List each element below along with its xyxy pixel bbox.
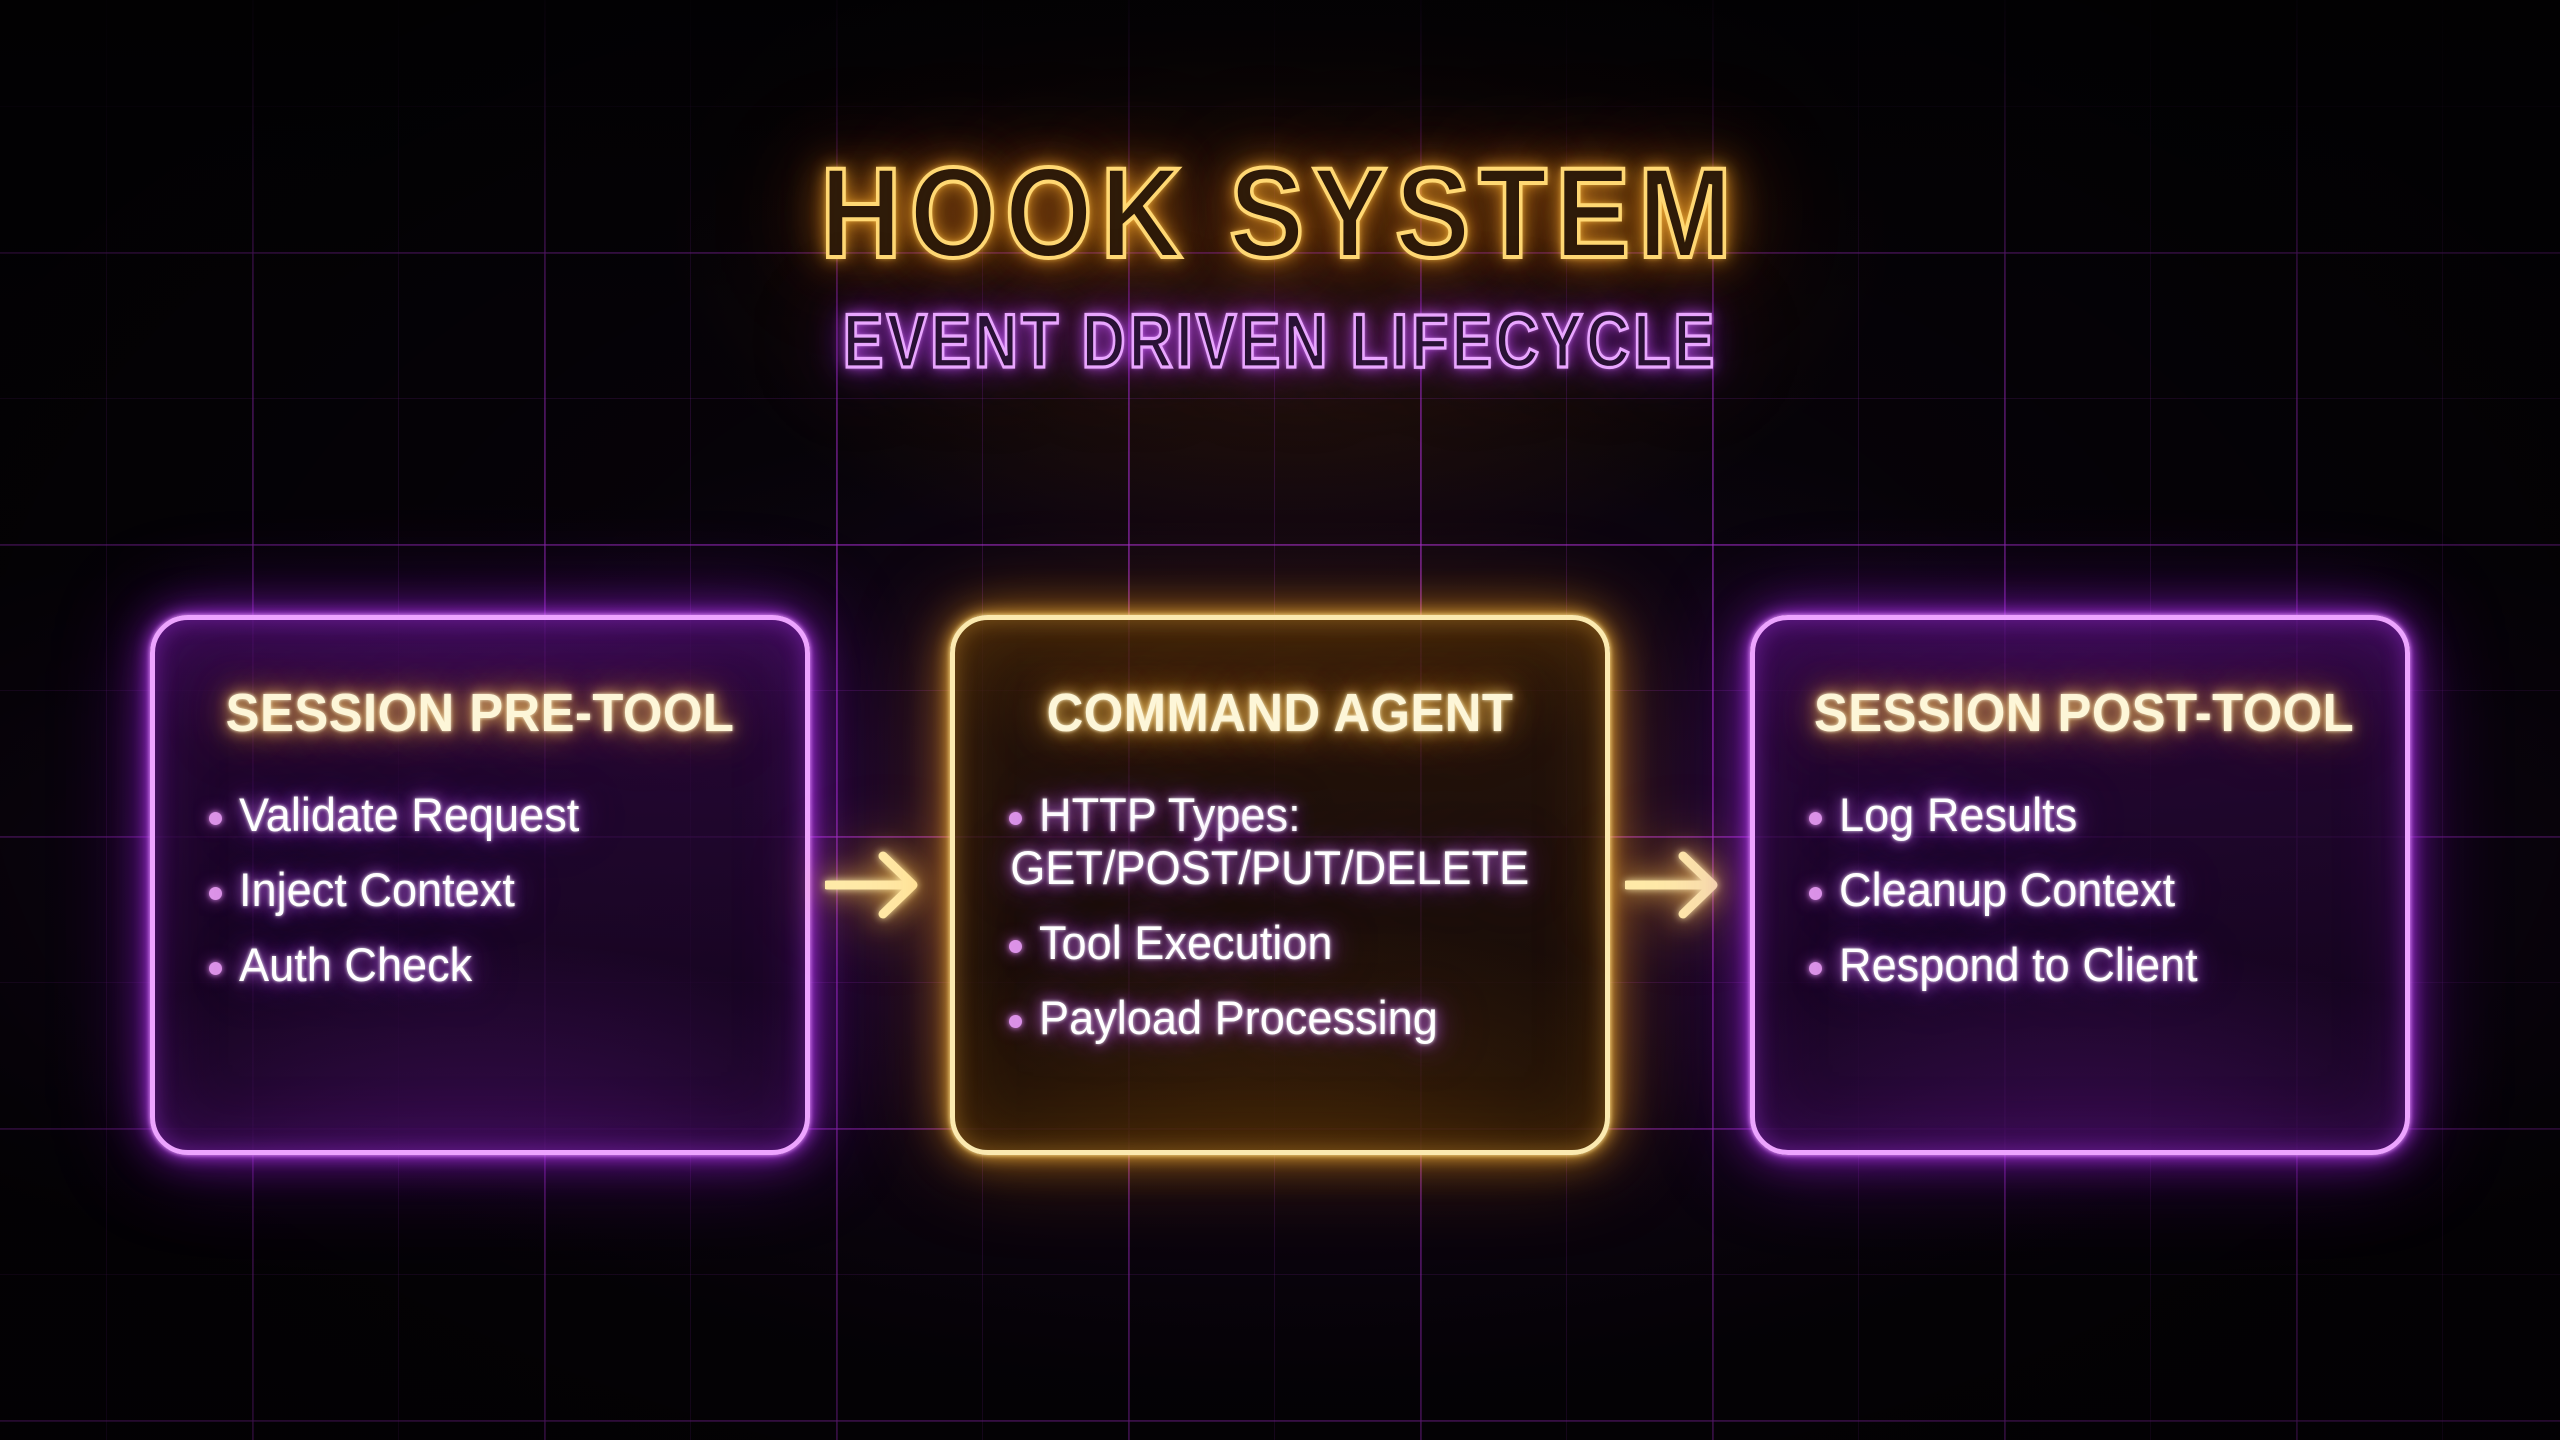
list-item: Auth Check <box>209 938 763 991</box>
bullet-label: HTTP Types: GET/POST/PUT/DELETE <box>1010 788 1529 894</box>
list-item: Inject Context <box>209 863 763 916</box>
bullet-label: Tool Execution <box>1039 916 1333 970</box>
bullet-dot-icon <box>1009 812 1022 825</box>
stage-title: COMMAND AGENT <box>1046 683 1514 743</box>
bullet-dot-icon <box>209 812 222 825</box>
bullet-dot-icon <box>1009 1015 1022 1029</box>
header: HOOK SYSTEM EVENT DRIVEN LIFECYCLE <box>0 142 2560 384</box>
bullet-label-line2: GET/POST/PUT/DELETE <box>1010 841 1530 895</box>
stage-title: SESSION POST-TOOL <box>1813 683 2355 743</box>
stage-title: SESSION PRE-TOOL <box>225 683 735 743</box>
arrow-right-icon <box>1625 851 1718 919</box>
bullet-label-line1: HTTP Types: <box>1039 788 1301 841</box>
list-item: Tool Execution <box>1009 916 1563 969</box>
bullet-dot-icon <box>209 962 222 976</box>
list-item: Cleanup Context <box>1809 863 2363 916</box>
stage-bullet-list: Validate Request Inject Context Auth Che… <box>197 788 763 991</box>
stage-card-session-pre-tool[interactable]: SESSION PRE-TOOL Validate Request Inject… <box>150 615 810 1155</box>
bullet-label: Respond to Client <box>1839 938 2198 992</box>
page-title: HOOK SYSTEM <box>818 142 1740 285</box>
bullet-label: Payload Processing <box>1039 991 1438 1045</box>
list-item: Validate Request <box>209 788 763 841</box>
bullet-dot-icon <box>1809 812 1822 825</box>
connector-arrow-agent-to-post <box>1610 615 1750 1155</box>
lifecycle-flow: SESSION PRE-TOOL Validate Request Inject… <box>0 615 2560 1155</box>
list-item: HTTP Types: GET/POST/PUT/DELETE <box>1009 788 1563 894</box>
stage-bullet-list: Log Results Cleanup Context Respond to C… <box>1797 788 2363 991</box>
stage-card-session-post-tool[interactable]: SESSION POST-TOOL Log Results Cleanup Co… <box>1750 615 2410 1155</box>
bullet-label: Log Results <box>1839 788 2078 841</box>
list-item: Respond to Client <box>1809 938 2363 991</box>
list-item: Log Results <box>1809 788 2363 841</box>
bullet-label: Validate Request <box>239 788 580 841</box>
bullet-dot-icon <box>1809 887 1822 901</box>
bullet-label: Cleanup Context <box>1839 863 2176 917</box>
connector-arrow-pre-to-agent <box>810 615 950 1155</box>
stage-bullet-list: HTTP Types: GET/POST/PUT/DELETE Tool Exe… <box>997 788 1563 1044</box>
list-item: Payload Processing <box>1009 991 1563 1044</box>
page-subtitle: EVENT DRIVEN LIFECYCLE <box>842 299 1718 384</box>
arrow-right-icon <box>825 851 918 919</box>
stage-card-command-agent[interactable]: COMMAND AGENT HTTP Types: GET/POST/PUT/D… <box>950 615 1610 1155</box>
bullet-label: Inject Context <box>239 863 515 917</box>
bullet-dot-icon <box>209 887 222 901</box>
bullet-dot-icon <box>1809 962 1822 976</box>
bullet-label: Auth Check <box>239 938 473 992</box>
bullet-dot-icon <box>1009 940 1022 954</box>
